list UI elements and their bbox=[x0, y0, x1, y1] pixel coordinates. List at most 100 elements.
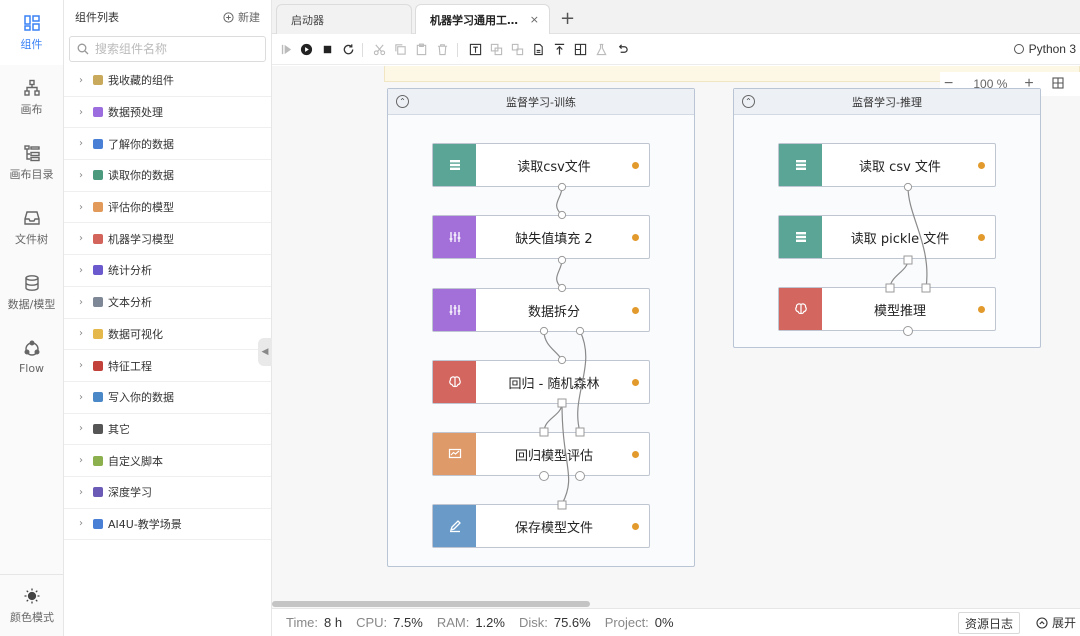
zoom-out-button[interactable]: − bbox=[944, 75, 954, 92]
add-tab-button[interactable]: + bbox=[560, 8, 576, 29]
category-item[interactable]: ›其它 bbox=[64, 414, 271, 446]
rail-label: 画布目录 bbox=[9, 167, 54, 181]
node-status-dot bbox=[632, 161, 639, 169]
node-status-dot bbox=[632, 522, 639, 530]
category-item[interactable]: ›数据预处理 bbox=[64, 97, 271, 129]
category-item[interactable]: ›我收藏的组件 bbox=[64, 65, 271, 97]
node-label: 读取 pickle 文件 bbox=[850, 231, 950, 247]
workflow-node[interactable]: 读取 csv 文件 bbox=[778, 143, 996, 187]
tab-workflow[interactable]: 机器学习通用工… × bbox=[415, 4, 550, 34]
inbox-icon bbox=[23, 210, 40, 225]
cut-button[interactable] bbox=[372, 42, 386, 56]
new-component-button[interactable]: 新建 bbox=[223, 9, 260, 25]
group-button[interactable] bbox=[489, 42, 503, 56]
run-button[interactable] bbox=[299, 42, 313, 56]
paste-button[interactable] bbox=[414, 42, 428, 56]
zoom-level: 100 % bbox=[973, 77, 1008, 91]
undo-button[interactable] bbox=[615, 42, 629, 56]
layout-icon bbox=[574, 43, 586, 55]
pen-icon bbox=[433, 505, 476, 547]
theme-mode-toggle[interactable]: 颜色模式 bbox=[0, 574, 64, 636]
copy-button[interactable] bbox=[393, 42, 407, 56]
rail-label: 画布 bbox=[20, 102, 43, 116]
delete-button[interactable] bbox=[435, 42, 449, 56]
category-label: 深度学习 bbox=[108, 486, 152, 500]
collapse-group-icon[interactable]: ⌃ bbox=[742, 95, 755, 108]
category-item[interactable]: ›自定义脚本 bbox=[64, 445, 271, 477]
category-item[interactable]: ›深度学习 bbox=[64, 477, 271, 509]
category-label: 写入你的数据 bbox=[108, 391, 174, 405]
close-icon[interactable]: × bbox=[529, 13, 539, 26]
workflow-node[interactable]: 缺失值填充 2 bbox=[432, 215, 650, 259]
category-item[interactable]: › AI4U-教学场景 bbox=[64, 509, 271, 541]
rail-data-model[interactable]: 数据/模型 bbox=[0, 260, 63, 325]
chevron-left-icon: ◀ bbox=[261, 347, 269, 357]
fit-view-button[interactable] bbox=[1052, 76, 1064, 92]
rail-canvas-tree[interactable]: 画布目录 bbox=[0, 130, 63, 195]
rail-flow[interactable]: Flow bbox=[0, 325, 63, 390]
horizontal-scrollbar[interactable] bbox=[272, 601, 590, 607]
debug-button[interactable] bbox=[594, 42, 608, 56]
save-button[interactable] bbox=[531, 42, 545, 56]
category-icon bbox=[93, 423, 103, 434]
search-input[interactable] bbox=[95, 42, 255, 56]
status-disk: Disk:75.6% bbox=[518, 615, 591, 630]
category-item[interactable]: › 特征工程 bbox=[64, 350, 271, 382]
kernel-label: Python 3 bbox=[1028, 42, 1076, 56]
canvas-tree-icon bbox=[23, 144, 40, 161]
monitor-icon bbox=[433, 433, 476, 475]
category-label: 我收藏的组件 bbox=[108, 74, 174, 88]
category-label: AI4U-教学场景 bbox=[108, 517, 182, 531]
workflow-node[interactable]: 回归 - 随机森林 bbox=[432, 360, 650, 404]
refresh-button[interactable] bbox=[341, 42, 355, 56]
panel-collapse-handle[interactable]: ◀ bbox=[258, 338, 272, 366]
status-project: Project:0% bbox=[604, 615, 674, 630]
text-button[interactable] bbox=[468, 42, 482, 56]
flow-icon bbox=[24, 340, 39, 356]
grid-icon bbox=[1052, 76, 1064, 89]
workflow-node[interactable]: 模型推理 bbox=[778, 287, 996, 331]
category-label: 了解你的数据 bbox=[108, 137, 174, 151]
rail-file-tree[interactable]: 文件树 bbox=[0, 195, 63, 260]
category-item[interactable]: ›写入你的数据 bbox=[64, 382, 271, 414]
export-button[interactable] bbox=[552, 42, 566, 56]
workflow-node[interactable]: 回归模型评估 bbox=[432, 432, 650, 476]
category-item[interactable]: ›文本分析 bbox=[64, 287, 271, 319]
chevron-right-icon: › bbox=[79, 360, 83, 372]
resource-log-button[interactable]: 资源日志 bbox=[957, 612, 1020, 634]
rail-components[interactable]: 组件 bbox=[0, 0, 63, 65]
category-label: 特征工程 bbox=[108, 359, 152, 373]
canvas-icon bbox=[23, 79, 40, 96]
stop-button[interactable] bbox=[320, 42, 334, 56]
category-icon bbox=[93, 328, 103, 339]
ungroup-button[interactable] bbox=[510, 42, 524, 56]
workflow-node[interactable]: 读取csv文件 bbox=[432, 143, 650, 187]
category-item[interactable]: › 了解你的数据 bbox=[64, 128, 271, 161]
search-icon bbox=[77, 43, 89, 55]
tab-launcher[interactable]: 启动器 bbox=[276, 4, 412, 34]
expand-button[interactable]: 展开 bbox=[1036, 614, 1076, 631]
workflow-node[interactable]: 数据拆分 bbox=[432, 288, 650, 332]
category-label: 读取你的数据 bbox=[108, 169, 174, 183]
kernel-status[interactable]: Python 3 bbox=[1013, 42, 1076, 56]
zoom-in-button[interactable]: + bbox=[1024, 75, 1034, 92]
chevron-right-icon: › bbox=[79, 296, 83, 308]
workflow-node[interactable]: 保存模型文件 bbox=[432, 504, 650, 548]
chevron-right-icon: › bbox=[79, 518, 83, 530]
chevron-right-icon: › bbox=[79, 138, 83, 150]
rail-canvas[interactable]: 画布 bbox=[0, 65, 63, 130]
category-item[interactable]: ›数据可视化 bbox=[64, 319, 271, 351]
category-item[interactable]: ›评估你的模型 bbox=[64, 192, 271, 224]
category-item[interactable]: ›机器学习模型 bbox=[64, 223, 271, 256]
workflow-node[interactable]: 读取 pickle 文件 bbox=[778, 215, 996, 259]
layout-button[interactable] bbox=[573, 42, 587, 56]
table-icon bbox=[433, 144, 476, 186]
category-item[interactable]: ›统计分析 bbox=[64, 255, 271, 287]
collapse-group-icon[interactable]: ⌃ bbox=[396, 95, 409, 108]
rail-label: 数据/模型 bbox=[7, 297, 56, 311]
category-item[interactable]: ›读取你的数据 bbox=[64, 160, 271, 192]
run-to-here-button[interactable] bbox=[279, 42, 293, 56]
table-icon bbox=[779, 216, 822, 258]
category-icon bbox=[93, 107, 103, 118]
workflow-canvas[interactable]: − 100 % + ⌃ 监督学习-训练 ⌃ 监督学习-推理 读取csv文件缺失值… bbox=[272, 66, 1080, 608]
